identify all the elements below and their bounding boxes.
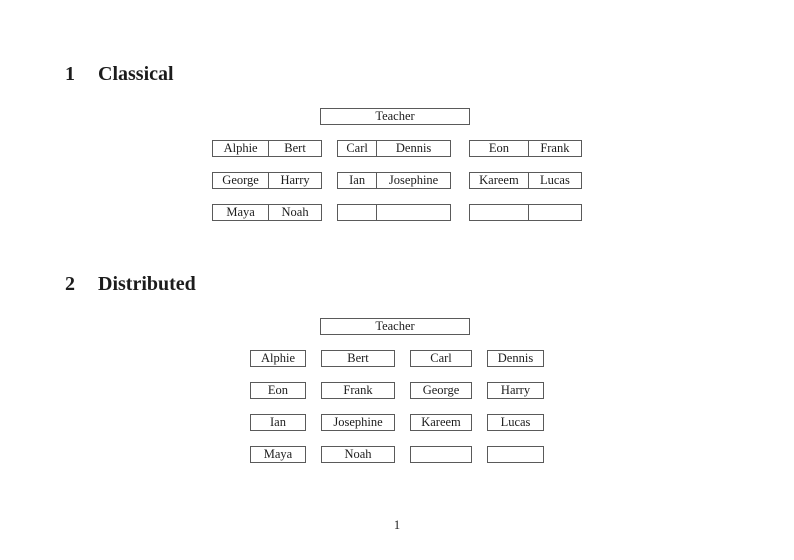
teacher-box-distributed: Teacher (320, 318, 470, 335)
classical-desk-r3c2 (337, 204, 451, 221)
section-heading-classical: 1 Classical (65, 62, 174, 86)
distributed-desk-r4c4 (487, 446, 544, 463)
distributed-desk-r4c3 (410, 446, 472, 463)
desk-cell: Eon (267, 383, 289, 397)
classical-desk-r1c1: Alphie Bert (212, 140, 322, 157)
desk-cell: Eon (470, 141, 529, 156)
teacher-box-classical: Teacher (320, 108, 470, 125)
distributed-desk-r2c2: Frank (321, 382, 395, 399)
distributed-desk-r3c2: Josephine (321, 414, 395, 431)
desk-cell: Carl (430, 351, 452, 365)
desk-cell: Dennis (395, 141, 432, 155)
classical-desk-r2c2: Ian Josephine (337, 172, 451, 189)
desk-cell: Ian (338, 173, 378, 188)
distributed-desk-r1c4: Dennis (487, 350, 544, 367)
desk-cell: Bert (284, 141, 306, 155)
desk-cell: Ian (270, 415, 286, 429)
desk-cell: Maya (213, 205, 270, 220)
section-number: 1 (65, 63, 75, 85)
desk-cell: George (422, 383, 460, 397)
distributed-desk-r1c3: Carl (410, 350, 472, 367)
desk-cell: Josephine (388, 173, 439, 187)
distributed-desk-r4c1: Maya (250, 446, 306, 463)
desk-cell: Alphie (213, 141, 270, 156)
distributed-desk-r3c3: Kareem (410, 414, 472, 431)
teacher-label: Teacher (375, 109, 415, 123)
classical-desk-r1c3: Eon Frank (469, 140, 582, 157)
desk-cell (377, 205, 450, 220)
desk-cell: Noah (344, 447, 372, 461)
distributed-desk-r2c3: George (410, 382, 472, 399)
desk-cell (529, 205, 581, 220)
distributed-desk-r4c2: Noah (321, 446, 395, 463)
distributed-desk-r2c4: Harry (487, 382, 544, 399)
classical-desk-r2c1: George Harry (212, 172, 322, 189)
desk-cell: Lucas (539, 173, 570, 187)
classical-desk-r3c3 (469, 204, 582, 221)
desk-cell: Maya (263, 447, 293, 461)
distributed-desk-r1c1: Alphie (250, 350, 306, 367)
section-title: Classical (98, 63, 174, 85)
section-number: 2 (65, 273, 75, 295)
classical-desk-r1c2: Carl Dennis (337, 140, 451, 157)
desk-cell: Dennis (497, 351, 534, 365)
desk-cell: Harry (280, 173, 310, 187)
desk-cell: Bert (347, 351, 369, 365)
desk-cell: Harry (500, 383, 531, 397)
desk-cell: Frank (343, 383, 373, 397)
desk-cell: Carl (338, 141, 378, 156)
classical-desk-r2c3: Kareem Lucas (469, 172, 582, 189)
section-heading-distributed: 2 Distributed (65, 272, 196, 296)
desk-cell: Josephine (333, 415, 383, 429)
distributed-desk-r3c1: Ian (250, 414, 306, 431)
distributed-desk-r1c2: Bert (321, 350, 395, 367)
page-number: 1 (393, 518, 401, 532)
distributed-desk-r3c4: Lucas (487, 414, 544, 431)
desk-cell: Lucas (500, 415, 531, 429)
desk-cell (470, 205, 529, 220)
desk-cell: Kareem (421, 415, 461, 429)
classical-desk-r3c1: Maya Noah (212, 204, 322, 221)
desk-cell (338, 205, 378, 220)
section-title: Distributed (98, 273, 196, 295)
distributed-desk-r2c1: Eon (250, 382, 306, 399)
desk-cell: Frank (540, 141, 570, 155)
teacher-label: Teacher (375, 319, 415, 333)
desk-cell: Alphie (260, 351, 296, 365)
desk-cell: George (213, 173, 270, 188)
desk-cell: Kareem (470, 173, 529, 188)
desk-cell: Noah (281, 205, 309, 219)
